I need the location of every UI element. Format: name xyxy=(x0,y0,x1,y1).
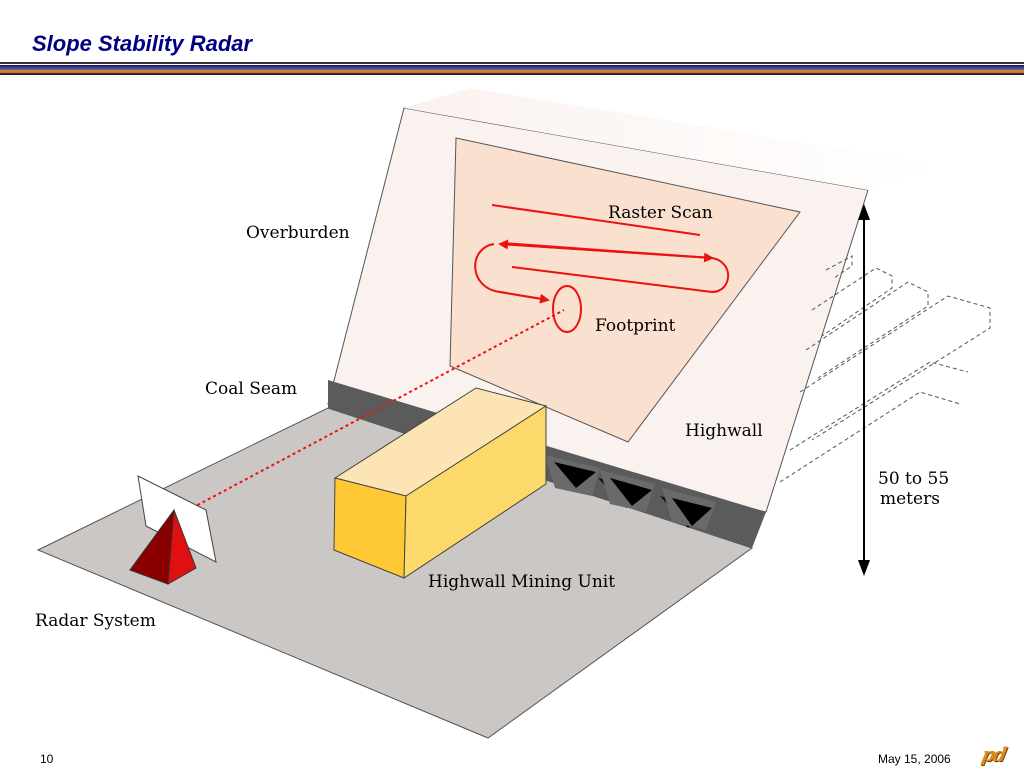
height-arrow-bottom xyxy=(858,560,870,576)
label-height: 50 to 55 xyxy=(878,469,949,489)
slide-title: Slope Stability Radar xyxy=(32,31,253,56)
label-raster-scan: Raster Scan xyxy=(608,203,713,223)
label-overburden: Overburden xyxy=(246,223,350,243)
raster-arrow-right xyxy=(499,243,714,263)
label-highwall: Highwall xyxy=(685,421,763,441)
raster-arrow-footprint xyxy=(499,291,550,304)
wall-extension xyxy=(404,88,940,190)
height-arrow-top xyxy=(858,204,870,220)
mining-unit-side xyxy=(403,405,547,579)
label-radar-system: Radar System xyxy=(35,611,156,631)
label-height-unit: meters xyxy=(880,489,940,509)
slide-date: May 15, 2006 xyxy=(878,752,951,766)
title-rule xyxy=(0,62,1024,75)
company-logo: pd xyxy=(979,744,1007,766)
radar-pyramid-right xyxy=(167,509,197,585)
label-coal-seam: Coal Seam xyxy=(205,379,297,399)
page-number: 10 xyxy=(40,752,54,766)
dashed-tunnels xyxy=(779,255,991,483)
label-mining-unit: Highwall Mining Unit xyxy=(428,572,615,592)
raster-top-line xyxy=(491,204,701,236)
radar-beam xyxy=(191,309,565,509)
footprint-ellipse xyxy=(552,285,582,333)
label-footprint: Footprint xyxy=(595,316,676,336)
scan-area xyxy=(449,137,801,443)
